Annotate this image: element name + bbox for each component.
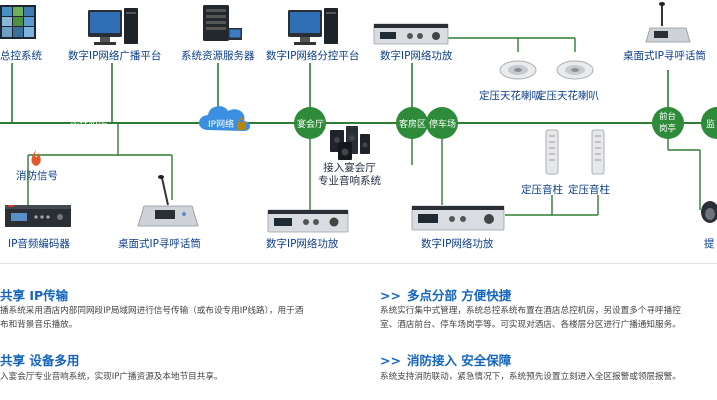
ceiling-speaker-2-icon xyxy=(556,60,594,80)
resource-server-label: 系统资源服务器 xyxy=(181,50,255,62)
fire-signal-label: 消防信号 xyxy=(16,170,58,182)
feature-4-line-1: 系统支持消防联动，紧急情况下，系统预先设置立刻进入全区报警或领层报警。 xyxy=(380,372,681,382)
feature-3-title: >>多点分部 方便快捷 xyxy=(380,288,512,303)
banquet-speakers-icon xyxy=(330,126,370,160)
server-icon xyxy=(203,5,242,41)
node-parking xyxy=(426,107,458,139)
ceiling-speaker-1-icon xyxy=(499,60,537,80)
diagram-lines xyxy=(0,2,717,233)
feature-3-text: 系统实行集中式管理，系统总控系统布置在酒店总控机房，另设置多个寻呼播控 室、酒店… xyxy=(380,304,681,332)
node-front-desk-label: 前台 岗亭 xyxy=(659,112,677,134)
banquet-access-label: 接入宴会厅 专业音响系统 xyxy=(318,162,381,187)
control-system-label: 总控系统 xyxy=(0,50,42,62)
node-edge xyxy=(701,107,717,139)
broadcast-platform-label: 数字IP网络广播平台 xyxy=(68,50,162,62)
node-edge-label: 监 xyxy=(706,120,716,130)
desk-mic-top-label: 桌面式IP寻呼话筒 xyxy=(623,50,706,62)
ceiling-speaker-1-label: 定压天花喇叭 xyxy=(479,90,542,102)
column-speaker-2-label: 定压音柱 xyxy=(568,184,610,196)
video-wall-icon xyxy=(0,5,36,39)
desk-mic-bottom-icon xyxy=(137,175,199,227)
broadcast-pc-icon xyxy=(88,8,138,45)
amplifier-top-icon xyxy=(373,23,449,45)
feature-4-title: >>消防接入 安全保障 xyxy=(380,353,512,368)
node-guest-label: 客房区 xyxy=(399,120,427,130)
branch-platform-label: 数字IP网络分控平台 xyxy=(266,50,360,62)
feature-3-line-1: 系统实行集中式管理，系统总控系统布置在酒店总控机房，另设置多个寻呼播控 xyxy=(380,306,681,316)
node-ip-label: IP网络 xyxy=(208,120,235,130)
ceiling-speaker-2-label: 定压天花喇叭 xyxy=(536,90,599,102)
cloud-icon xyxy=(199,106,250,131)
feature-1-line-1: 播系统采用酒店内部同网段IP局域网进行信号传输（或布设专用IP线路），用于酒 xyxy=(0,306,304,316)
edge-right-label: 提 xyxy=(704,238,715,250)
feature-2-line-1: 入宴会厅专业音响系统，实现IP广播资源及本地节目共享。 xyxy=(0,372,223,382)
desk-mic-bottom-label: 桌面式IP寻呼话筒 xyxy=(118,238,201,250)
column-speaker-1-icon xyxy=(545,129,559,175)
section-divider xyxy=(0,263,717,264)
feature-4-text: 系统支持消防联动，紧急情况下，系统预先设置立刻进入全区报警或领层报警。 xyxy=(380,370,681,384)
feature-4-arrow-icon: >> xyxy=(380,353,401,368)
feature-1-line-2: 布和背景音乐播放。 xyxy=(0,320,78,330)
main-room-label: 总控机房 xyxy=(70,117,109,128)
feature-2-text: 入宴会厅专业音响系统，实现IP广播资源及本地节目共享。 xyxy=(0,370,223,384)
camera-icon xyxy=(701,201,717,223)
amp-bottom-label: 数字IP网络功放 xyxy=(421,238,494,250)
node-parking-label: 停车场 xyxy=(429,120,457,130)
desk-mic-top-icon xyxy=(645,2,691,43)
feature-3-line-2: 室、酒店前台、停车场岗亭等。可实现对酒店、各楼层分区进行广播通知服务。 xyxy=(380,320,681,330)
amplifier-bottom-icon xyxy=(411,205,505,231)
feature-2-title: 共享 设备多用 xyxy=(0,353,80,368)
amp-mid-label: 数字IP网络功放 xyxy=(266,238,339,250)
column-speaker-2-icon xyxy=(591,129,605,175)
node-guest xyxy=(396,107,428,139)
fire-icon xyxy=(31,150,41,166)
amplifier-mid-icon xyxy=(267,209,349,233)
column-speaker-1-label: 定压音柱 xyxy=(521,184,563,196)
node-hall xyxy=(294,107,326,139)
feature-3-arrow-icon: >> xyxy=(380,288,401,303)
feature-1-title: 共享 IP传输 xyxy=(0,288,69,303)
branch-pc-icon xyxy=(288,8,338,45)
audio-encoder-icon xyxy=(5,205,71,227)
node-hall-label: 宴会厅 xyxy=(297,120,325,130)
node-front-desk xyxy=(652,107,684,139)
amp-top-label: 数字IP网络功放 xyxy=(380,50,453,62)
audio-encoder-label: IP音频编码器 xyxy=(8,238,70,250)
feature-1-text: 播系统采用酒店内部同网段IP局域网进行信号传输（或布设专用IP线路），用于酒 布… xyxy=(0,304,303,332)
